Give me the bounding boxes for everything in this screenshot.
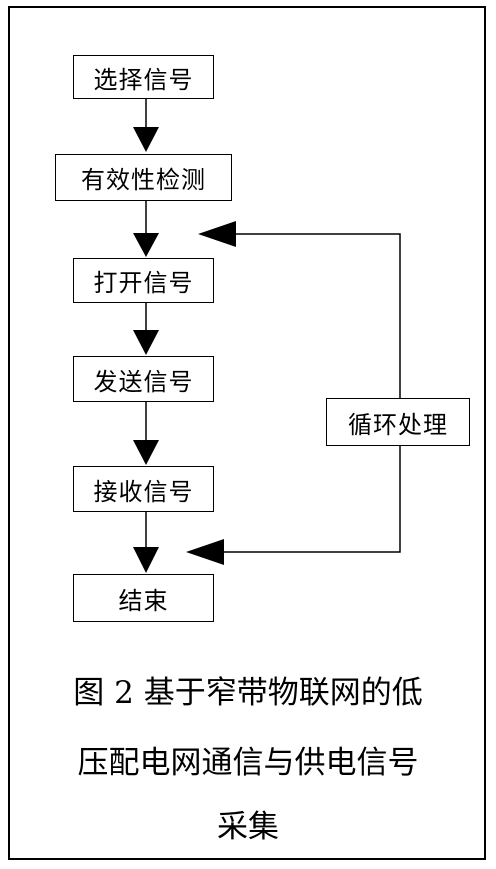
- arrow-down-icon: [133, 440, 159, 465]
- step-validity-check: 有效性检测: [55, 154, 232, 201]
- step-receive-signal: 接收信号: [73, 466, 214, 512]
- arrow-down-icon: [133, 233, 159, 257]
- figure-frame: [8, 6, 486, 860]
- step-select-signal: 选择信号: [73, 55, 214, 99]
- arrow-down-icon: [133, 547, 159, 573]
- arrow-down-icon: [133, 330, 159, 355]
- figure-caption-line-2: 压配电网通信与供电信号: [77, 745, 419, 781]
- loop-path-top: [236, 233, 401, 398]
- step-end: 结束: [73, 574, 214, 622]
- figure-caption-line-3: 采集: [217, 809, 279, 845]
- loop-path-bottom: [224, 445, 401, 553]
- arrow-down-icon: [133, 127, 159, 152]
- arrow-left-icon: [186, 539, 224, 565]
- step-open-signal: 打开信号: [73, 258, 214, 303]
- arrow-left-icon: [198, 221, 236, 247]
- figure-caption-line-1: 图 2 基于窄带物联网的低: [73, 675, 423, 711]
- step-send-signal: 发送信号: [73, 356, 214, 402]
- loop-label-box: 循环处理: [326, 398, 470, 446]
